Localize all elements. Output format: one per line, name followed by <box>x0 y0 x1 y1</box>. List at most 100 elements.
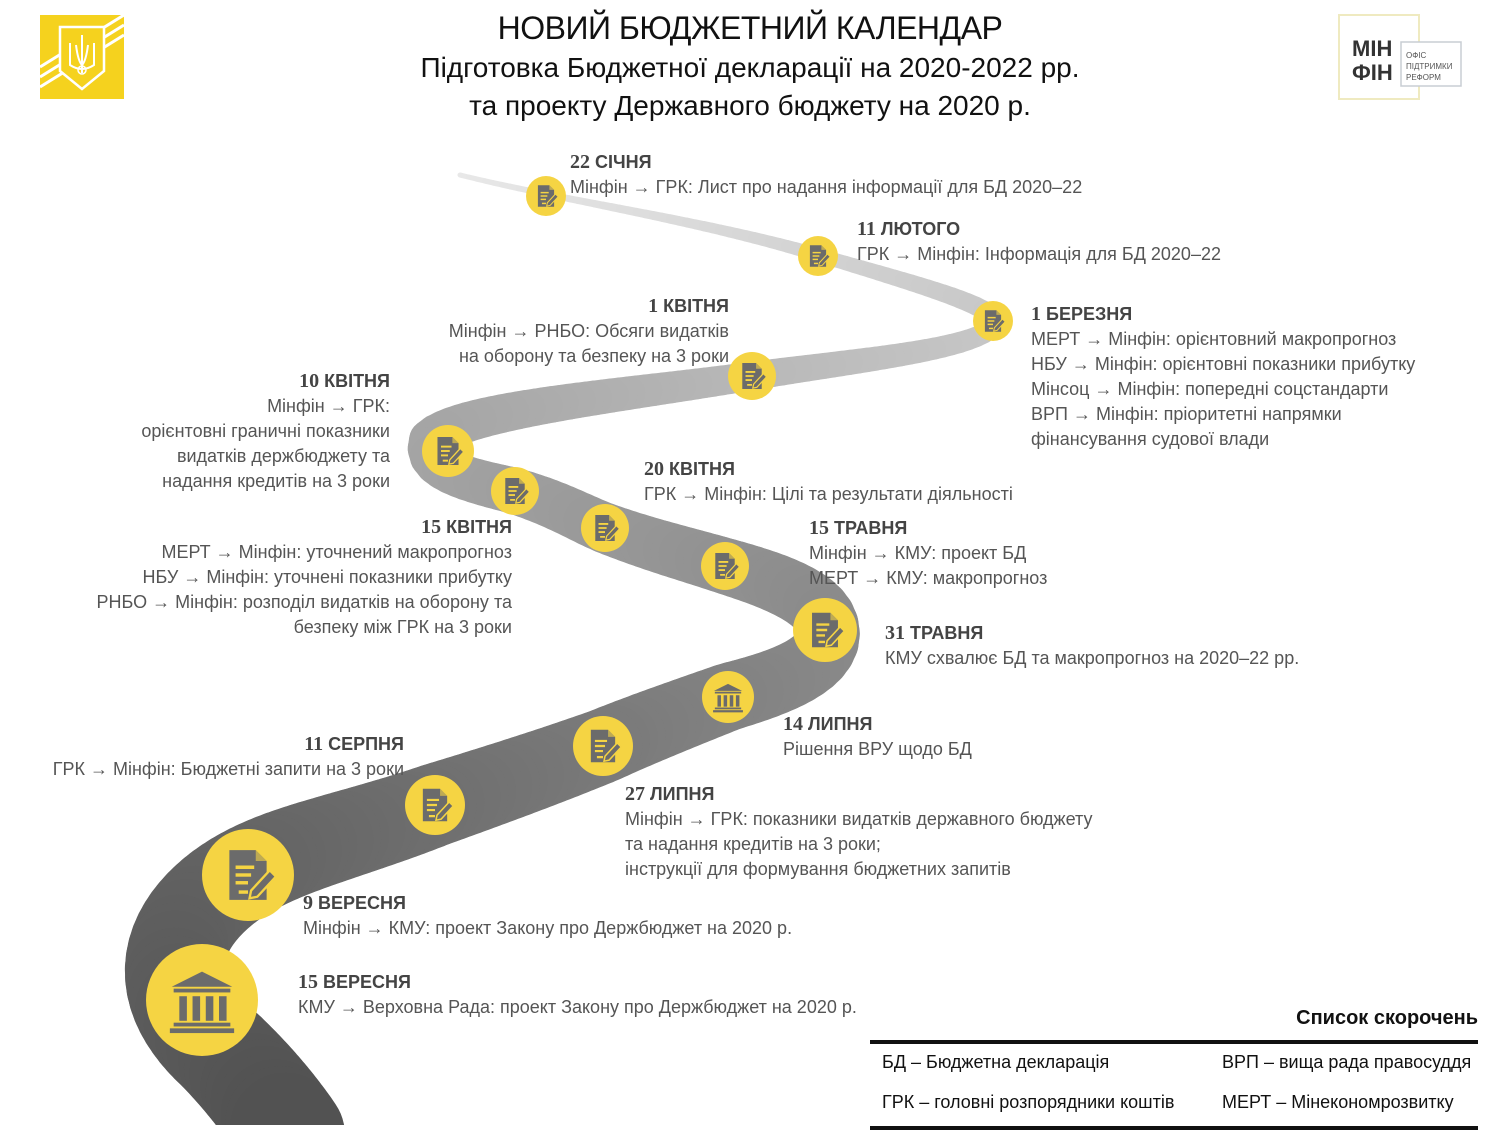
timeline-marker <box>146 944 258 1056</box>
event-date: 1 КВІТНЯ <box>449 294 729 319</box>
event-description-line: ВРП → Мінфін: пріоритетні напрямки <box>1031 402 1415 427</box>
event-day: 22 <box>570 151 590 173</box>
event-month: ВЕРЕСНЯ <box>318 893 406 913</box>
event-date: 22 СІЧНЯ <box>570 150 1082 175</box>
marker-circle <box>702 671 754 723</box>
event-month: КВІТНЯ <box>663 296 729 316</box>
timeline-marker <box>526 176 566 216</box>
event-date: 15 КВІТНЯ <box>97 515 512 540</box>
event-description-line: на оборону та безпеку на 3 роки <box>449 344 729 369</box>
event-description-line: ГРК → Мінфін: Інформація для БД 2020–22 <box>857 242 1221 267</box>
event-day: 11 <box>857 218 876 240</box>
timeline-marker <box>573 716 633 776</box>
event-date: 9 ВЕРЕСНЯ <box>303 891 792 916</box>
event-description-line: Мінфін → ГРК: показники видатків державн… <box>625 807 1092 832</box>
abbreviations-title: Список скорочень <box>1180 1007 1478 1030</box>
event-description-line: РНБО → Мінфін: розподіл видатків на обор… <box>97 590 512 615</box>
event-month: КВІТНЯ <box>324 371 390 391</box>
event-day: 15 <box>421 516 441 538</box>
timeline-marker <box>422 425 474 477</box>
event-day: 1 <box>1031 303 1041 325</box>
event-day: 27 <box>625 783 645 805</box>
event-month: ЛИПНЯ <box>650 784 714 804</box>
event-day: 9 <box>303 892 313 914</box>
event-date: 27 ЛИПНЯ <box>625 782 1092 807</box>
event-day: 10 <box>299 370 319 392</box>
event-description-line: Мінсоц → Мінфін: попередні соцстандарти <box>1031 377 1415 402</box>
event-description-line: Мінфін → ГРК: <box>141 394 390 419</box>
event-description-line: та надання кредитів на 3 роки; <box>625 832 1092 857</box>
event-description-line: видатків держбюджету та <box>141 444 390 469</box>
abbreviations-table: БД – Бюджетна декларація ВРП – вища рада… <box>870 1040 1478 1130</box>
event-description-line: Мінфін → РНБО: Обсяги видатків <box>449 319 729 344</box>
event-description-line: Мінфін → ГРК: Лист про надання інформаці… <box>570 175 1082 200</box>
event-month: ЛИПНЯ <box>808 714 872 734</box>
abbreviation-item: ВРП – вища рада правосуддя <box>1222 1052 1471 1073</box>
event-date: 15 ТРАВНЯ <box>809 516 1047 541</box>
event-description-line: ГРК → Мінфін: Цілі та результати діяльно… <box>644 482 1013 507</box>
event-description-line: орієнтовні граничні показники <box>141 419 390 444</box>
timeline-marker <box>702 671 754 723</box>
timeline-marker <box>202 829 294 921</box>
event-day: 31 <box>885 622 905 644</box>
event-description-line: МЕРТ → КМУ: макропрогноз <box>809 566 1047 591</box>
event-date: 14 ЛИПНЯ <box>783 712 972 737</box>
event-day: 15 <box>809 517 829 539</box>
abbreviation-item: ГРК – головні розпорядники коштів <box>882 1092 1174 1113</box>
event-description-line: інструкції для формування бюджетних запи… <box>625 857 1092 882</box>
event-description-line: КМУ → Верховна Рада: проект Закону про Д… <box>298 995 857 1020</box>
event-month: КВІТНЯ <box>669 459 735 479</box>
event-date: 10 КВІТНЯ <box>141 369 390 394</box>
event-date: 15 ВЕРЕСНЯ <box>298 970 857 995</box>
event-date: 31 ТРАВНЯ <box>885 621 1299 646</box>
event-description-line: Рішення ВРУ щодо БД <box>783 737 972 762</box>
event-description-line: МЕРТ → Мінфін: орієнтовний макропрогноз <box>1031 327 1415 352</box>
event-description-line: НБУ → Мінфін: уточнені показники прибутк… <box>97 565 512 590</box>
event-month: ЛЮТОГО <box>881 219 960 239</box>
event-description-line: МЕРТ → Мінфін: уточнений макропрогноз <box>97 540 512 565</box>
event-date: 11 СЕРПНЯ <box>53 732 404 757</box>
timeline-marker <box>973 301 1013 341</box>
event-day: 20 <box>644 458 664 480</box>
event-description-line: ГРК → Мінфін: Бюджетні запити на 3 роки <box>53 757 404 782</box>
timeline-marker <box>581 504 629 552</box>
event-month: СЕРПНЯ <box>328 734 404 754</box>
event-month: КВІТНЯ <box>446 517 512 537</box>
event-description-line: безпеку між ГРК на 3 роки <box>97 615 512 640</box>
abbreviation-item: МЕРТ – Мінекономрозвитку <box>1222 1092 1454 1113</box>
event-day: 15 <box>298 971 318 993</box>
event-day: 14 <box>783 713 803 735</box>
event-month: ТРАВНЯ <box>910 623 983 643</box>
timeline-marker <box>405 775 465 835</box>
timeline-marker <box>491 467 539 515</box>
event-month: СІЧНЯ <box>595 152 652 172</box>
marker-circle <box>146 944 258 1056</box>
event-month: ТРАВНЯ <box>834 518 907 538</box>
event-day: 1 <box>648 295 658 317</box>
event-day: 11 <box>304 733 323 755</box>
event-date: 11 ЛЮТОГО <box>857 217 1221 242</box>
timeline-marker <box>798 236 838 276</box>
event-description-line: КМУ схвалює БД та макропрогноз на 2020–2… <box>885 646 1299 671</box>
abbreviation-item: БД – Бюджетна декларація <box>882 1052 1109 1073</box>
event-month: БЕРЕЗНЯ <box>1046 304 1132 324</box>
timeline-marker <box>701 542 749 590</box>
event-date: 20 КВІТНЯ <box>644 457 1013 482</box>
event-date: 1 БЕРЕЗНЯ <box>1031 302 1415 327</box>
event-description-line: НБУ → Мінфін: орієнтовні показники прибу… <box>1031 352 1415 377</box>
event-description-line: надання кредитів на 3 роки <box>141 469 390 494</box>
event-description-line: Мінфін → КМУ: проект Закону про Держбюдж… <box>303 916 792 941</box>
